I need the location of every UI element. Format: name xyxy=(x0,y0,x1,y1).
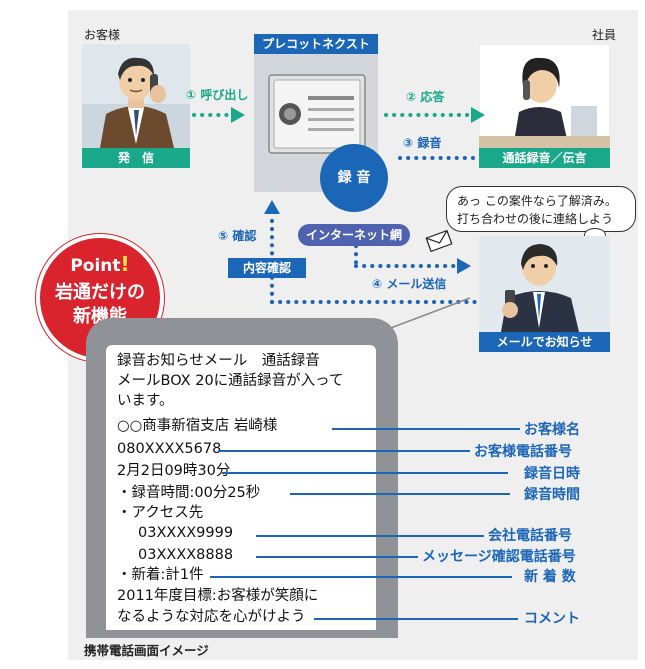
point-line-1: 岩通だけの xyxy=(55,282,145,303)
point-word: Point xyxy=(70,256,121,276)
pbx-device xyxy=(268,74,366,154)
field-record-datetime: 録音日時 xyxy=(524,466,580,482)
message-line-4: ○○商事新宿支店 岩崎様 xyxy=(117,418,278,434)
point-mark: ! xyxy=(120,252,130,276)
step-3-label: ③ 録音 xyxy=(403,136,442,150)
message-line-7: ・録音時間:00分25秒 xyxy=(117,485,261,501)
leader-line-3 xyxy=(222,472,508,474)
message-line-8: ・アクセス先 xyxy=(117,505,204,521)
leader-line-2 xyxy=(218,450,470,452)
field-new-count: 新 着 数 xyxy=(524,569,576,585)
step-1-label: ① 呼び出し xyxy=(186,88,249,102)
customer-label: お客様 xyxy=(84,28,121,42)
message-line-13: なるような対応を心がけよう xyxy=(117,609,306,625)
leader-line-7 xyxy=(210,576,512,578)
step-5-label: ⑤ 確認 xyxy=(218,229,257,243)
content-check-tag: 内容確認 xyxy=(228,258,306,278)
field-record-duration: 録音時間 xyxy=(524,487,580,503)
message-line-9: 03XXXX9999 xyxy=(138,525,234,541)
message-line-1: 録音お知らせメール 通話録音 xyxy=(117,353,320,369)
employee-illustration xyxy=(478,43,611,149)
speech-line-2: 打ち合わせの後に連絡しよう xyxy=(457,212,614,226)
message-line-11: ・新着:計1件 xyxy=(117,567,204,583)
mobile-user-illustration xyxy=(479,236,610,332)
message-line-3: います。 xyxy=(117,393,174,409)
field-customer-phone: お客様電話番号 xyxy=(474,444,572,460)
leader-line-4 xyxy=(290,493,510,495)
field-message-check-phone: メッセージ確認電話番号 xyxy=(422,549,576,565)
step-2-label: ② 応答 xyxy=(406,90,445,104)
message-line-6: 2月2日09時30分 xyxy=(117,463,231,479)
field-customer-name: お客様名 xyxy=(524,422,580,438)
leader-line-1 xyxy=(332,428,520,430)
customer-illustration xyxy=(82,44,190,148)
record-circle: 録 音 xyxy=(320,144,388,212)
step-4-label: ④ メール送信 xyxy=(372,277,447,291)
message-line-2: メールBOX 20に通話録音が入って xyxy=(117,373,344,389)
leader-line-8 xyxy=(314,618,518,620)
internet-pill: インターネット網 xyxy=(298,224,410,246)
recording-tag: 通話録音／伝言 xyxy=(479,148,610,168)
speech-bubble: あっ この案件なら了解済み。 打ち合わせの後に連絡しよう xyxy=(446,186,636,232)
phone-screen xyxy=(106,345,376,630)
leader-line-5 xyxy=(256,535,484,537)
caller-tag: 発 信 xyxy=(82,148,190,168)
caption: 携帯電話画面イメージ xyxy=(84,643,209,658)
message-line-12: 2011年度目標:お客様が笑顔に xyxy=(117,588,319,604)
system-name: プレコットネクスト xyxy=(254,34,378,54)
mail-notify-tag: メールでお知らせ xyxy=(479,332,610,352)
message-line-5: 080XXXX5678 xyxy=(117,441,222,457)
employee-label: 社員 xyxy=(592,28,617,42)
speech-line-1: あっ この案件なら了解済み。 xyxy=(457,194,617,208)
field-company-phone: 会社電話番号 xyxy=(488,528,572,544)
point-word-row: Point! xyxy=(48,252,152,276)
leader-line-6 xyxy=(256,556,418,558)
field-comment: コメント xyxy=(524,611,580,627)
message-line-10: 03XXXX8888 xyxy=(138,547,234,563)
